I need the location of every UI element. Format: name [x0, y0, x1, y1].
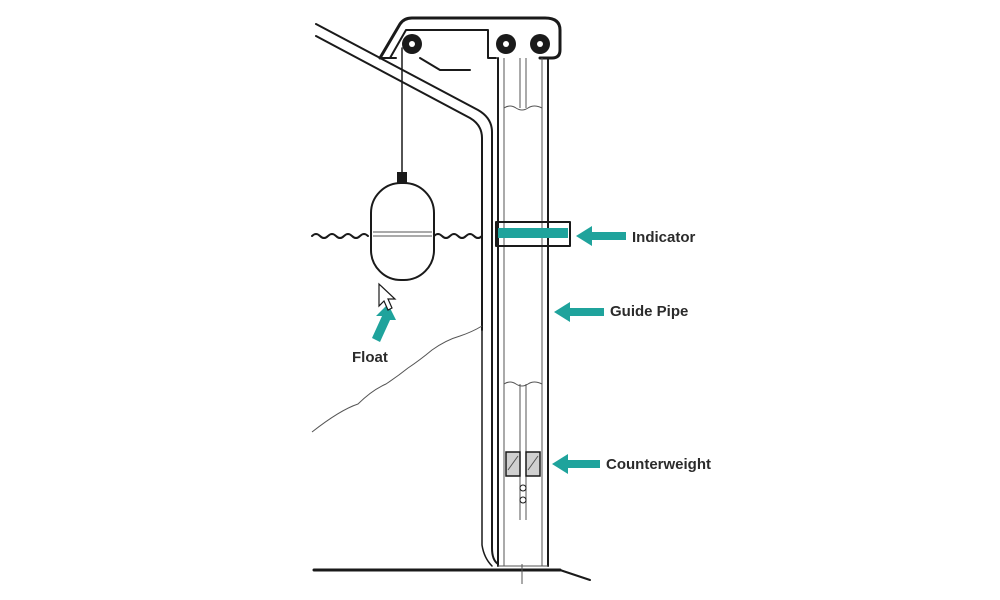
- mouse-pointer-icon: [378, 282, 397, 311]
- counterweight-arrow-icon: [552, 454, 600, 474]
- float: [370, 172, 435, 281]
- indicator-label: Indicator: [632, 229, 696, 246]
- indicator-band: [495, 221, 571, 247]
- counterweight-label: Counterweight: [606, 456, 711, 473]
- float-arrow-icon: [372, 304, 396, 342]
- liquid-surface-right: [433, 233, 483, 239]
- counterweight: [505, 451, 541, 504]
- pulley-right: [530, 34, 550, 54]
- tank-floor: [312, 564, 591, 584]
- sediment-line: [311, 325, 483, 433]
- liquid-surface-left: [311, 233, 369, 239]
- tank-roof: [315, 23, 493, 331]
- indicator-arrow-icon: [576, 226, 626, 246]
- tank-wall: [491, 329, 499, 565]
- pulley-left: [402, 34, 422, 54]
- guide-pipe-arrow-icon: [554, 302, 604, 322]
- pulley-housing: [378, 16, 562, 71]
- float-label: Float: [352, 349, 388, 366]
- guide-pipe-label: Guide Pipe: [610, 303, 688, 320]
- pulley-mid: [496, 34, 516, 54]
